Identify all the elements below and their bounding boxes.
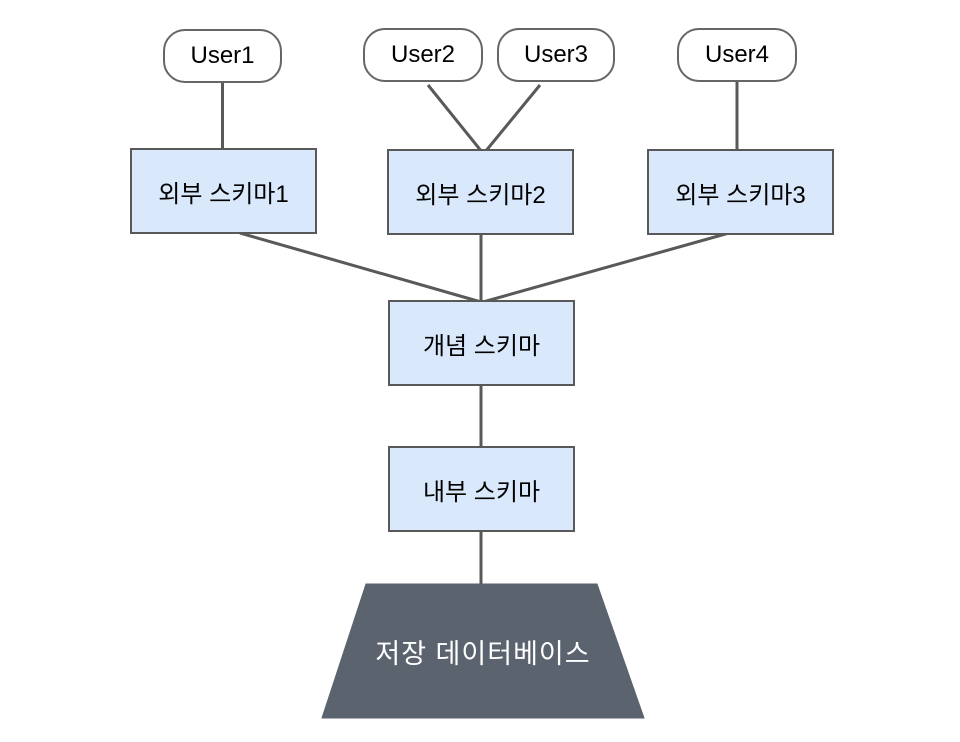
node-user3: User3 — [497, 28, 615, 82]
node-user1: User1 — [163, 29, 282, 83]
node-internal-schema-label: 내부 스키마 — [422, 478, 541, 506]
edge-external-schema3-conceptual — [482, 231, 730, 304]
node-user4-label: User4 — [704, 41, 770, 68]
node-external-schema3-label: 외부 스키마3 — [675, 181, 806, 209]
node-external-schema2-label: 외부 스키마2 — [415, 181, 546, 209]
node-external-schema1: 외부 스키마1 — [130, 148, 317, 234]
edge-user3-external-schema2 — [483, 84, 542, 153]
node-external-schema2: 외부 스키마2 — [387, 149, 574, 235]
edge-external-schema1-conceptual — [239, 231, 482, 304]
edge-user2-external-schema2 — [426, 84, 484, 153]
node-user2: User2 — [363, 28, 483, 82]
node-stored-database-label: 저장 데이터베이스 — [375, 638, 591, 669]
node-user2-label: User2 — [390, 41, 456, 68]
node-stored-database: 저장 데이터베이스 — [322, 584, 644, 718]
node-external-schema1-label: 외부 스키마1 — [158, 180, 289, 208]
node-conceptual-schema-label: 개념 스키마 — [422, 332, 541, 360]
node-internal-schema: 내부 스키마 — [388, 446, 575, 532]
node-user3-label: User3 — [523, 41, 589, 68]
node-user1-label: User1 — [190, 42, 255, 69]
stored-database-trapezoid-shape — [321, 583, 645, 719]
node-external-schema3: 외부 스키마3 — [647, 149, 834, 235]
node-conceptual-schema: 개념 스키마 — [388, 300, 575, 386]
node-user4: User4 — [677, 28, 797, 82]
